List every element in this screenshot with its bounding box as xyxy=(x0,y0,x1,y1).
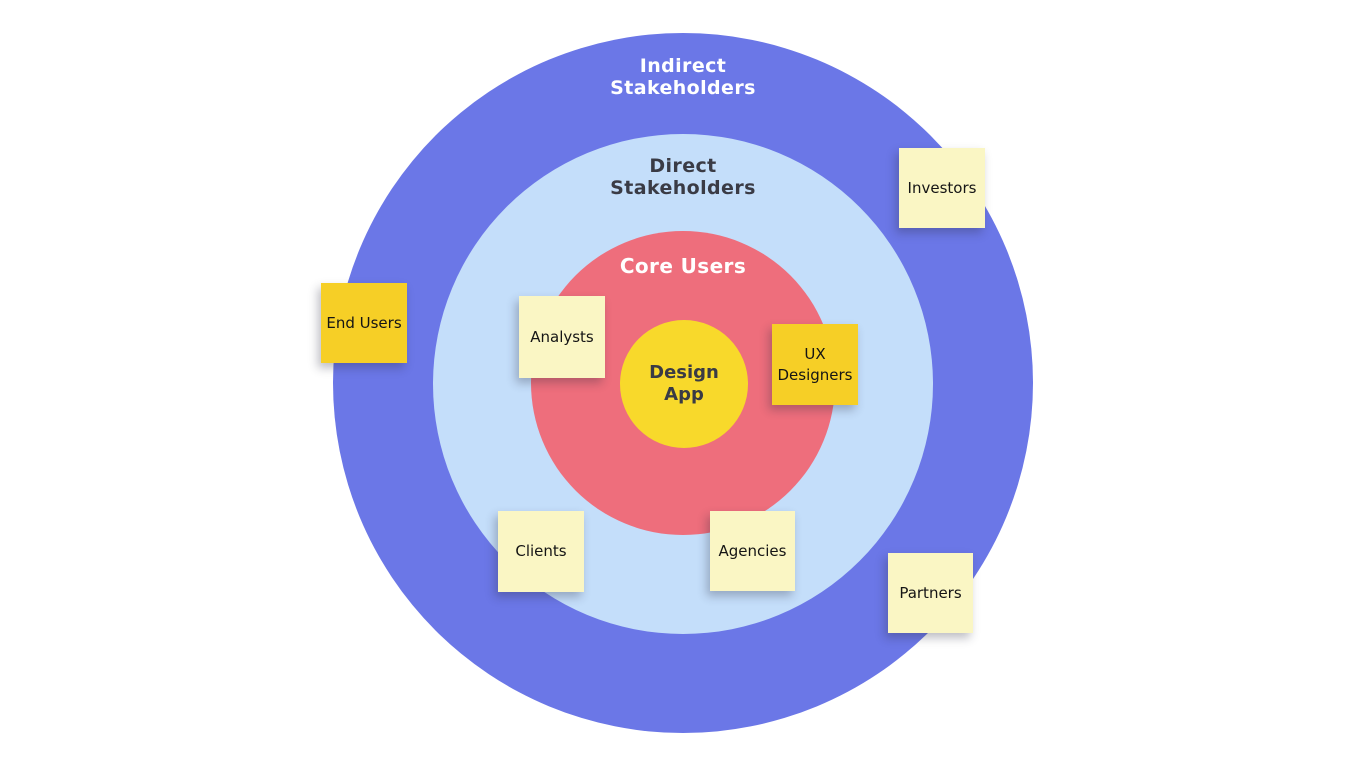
sticky-note-end-users[interactable]: End Users xyxy=(321,283,407,363)
direct-stakeholders-label: Direct Stakeholders xyxy=(610,155,756,199)
sticky-note-investors[interactable]: Investors xyxy=(899,148,985,228)
sticky-note-partners[interactable]: Partners xyxy=(888,553,973,633)
sticky-note-analysts[interactable]: Analysts xyxy=(519,296,605,378)
indirect-stakeholders-label: Indirect Stakeholders xyxy=(610,55,756,99)
design-app-label: Design App xyxy=(649,362,719,405)
sticky-note-agencies[interactable]: Agencies xyxy=(710,511,795,591)
core-users-label: Core Users xyxy=(619,254,747,278)
sticky-note-clients[interactable]: Clients xyxy=(498,511,584,592)
center-circle-design-app: Design App xyxy=(620,320,748,448)
sticky-note-ux-designers[interactable]: UX Designers xyxy=(772,324,858,405)
